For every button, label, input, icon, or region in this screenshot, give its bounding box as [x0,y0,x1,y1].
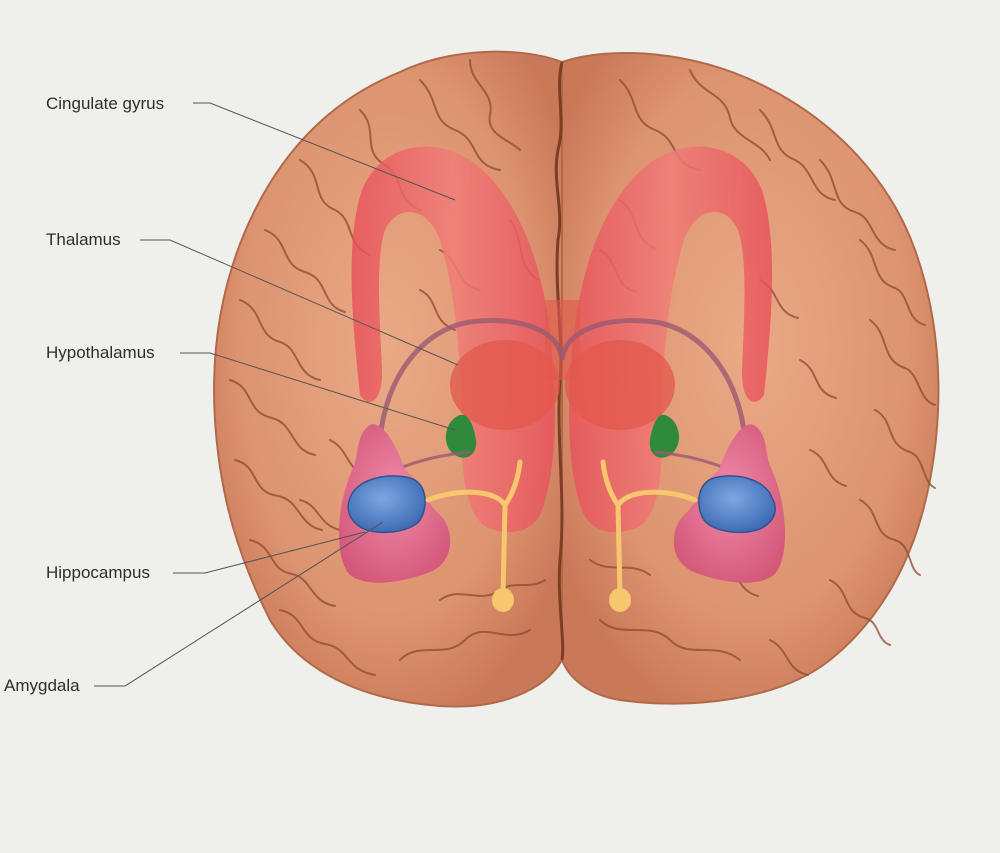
thalamus [450,300,675,430]
leader-hippocampus [173,531,366,574]
brain-sulci [229,59,936,676]
cingulate-gyrus [351,146,773,533]
cingulate-gyrus-left [351,146,555,533]
leader-thalamus [140,239,459,366]
thalamus-left [450,340,560,430]
amygdala-right [698,475,776,534]
label-cingulate-gyrus: Cingulate gyrus [46,94,165,113]
cingulate-gyrus-right [569,146,773,533]
fornix-yellow [425,459,698,598]
leader-lines [94,102,459,687]
hypothalamus [445,414,680,458]
label-amygdala: Amygdala [4,676,80,695]
leader-cingulate-gyrus [193,102,456,201]
mammillary-bodies [492,588,631,612]
label-thalamus: Thalamus [46,230,121,249]
label-hippocampus: Hippocampus [46,563,150,582]
leader-hypothalamus [180,352,456,431]
hypothalamus-left [445,414,477,458]
thalamus-right [565,340,675,430]
label-hypothalamus: Hypothalamus [46,343,155,362]
leader-amygdala [94,521,384,687]
amygdala-left [347,475,426,534]
hypothalamus-right [649,414,680,458]
amygdala [347,475,776,534]
